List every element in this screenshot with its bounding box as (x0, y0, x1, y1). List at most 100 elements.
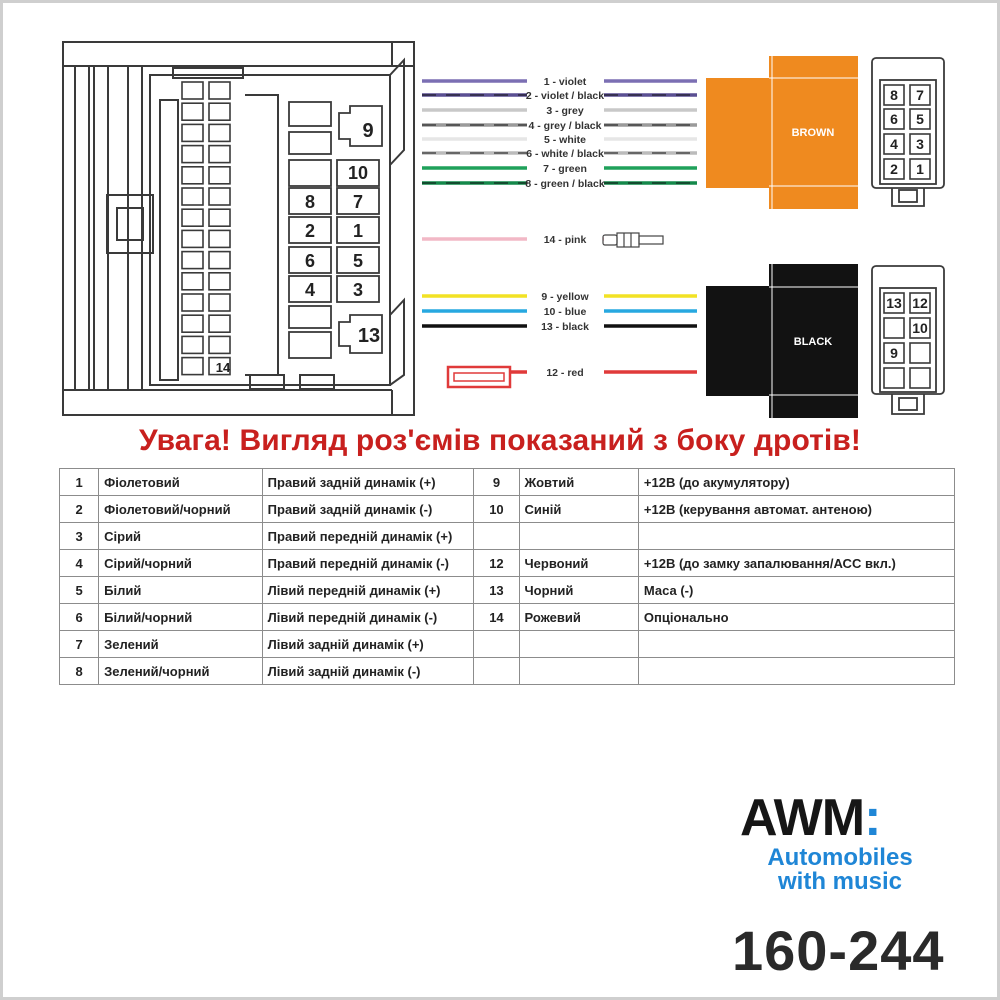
plug-pin-cavity (909, 84, 931, 106)
plug-pin-cavity (883, 317, 905, 339)
legend-cell: Білий (98, 576, 263, 604)
logo-tagline-2: with music (777, 868, 903, 895)
terminal-cavity (208, 81, 231, 100)
terminal-cavity (181, 314, 204, 334)
pin-label-10: 10 (348, 163, 368, 183)
wire-11: 10 - blue (422, 306, 697, 318)
wire-label: 6 - white / black (526, 148, 604, 160)
legend-cell: 14 (473, 603, 520, 631)
legend-cell: +12В (до замку запалювання/АСС вкл.) (637, 549, 956, 577)
pin-label-14: 14 (216, 360, 231, 375)
plug-pin-cavity (909, 108, 931, 130)
connector-top-tab (172, 67, 244, 79)
legend-cell: 10 (473, 495, 520, 523)
connector-latch-slot (93, 65, 109, 391)
legend-cell (473, 630, 520, 658)
wire-7: 7 - green (422, 163, 697, 175)
plug-pin-cavity (883, 133, 905, 155)
legend-cell: Зелений (98, 630, 263, 658)
terminal-cavity (181, 187, 204, 206)
legend-cell (518, 657, 639, 685)
terminal-cavity (208, 229, 231, 249)
plug-pin-label: 10 (912, 320, 928, 336)
connector-housing-detail (245, 94, 279, 376)
cavity (288, 101, 332, 127)
plug-pin-cavity (883, 342, 905, 364)
black-plug-face (871, 265, 945, 415)
terminal-cavity (181, 335, 204, 355)
black-plug-label: BLACK (794, 336, 833, 348)
legend-cell: Опціонально (637, 603, 956, 631)
wire-4: 4 - grey / black (422, 120, 697, 132)
plug-pin-label: 8 (890, 87, 898, 103)
legend-cell (637, 630, 956, 658)
terminal-cavity (208, 250, 231, 270)
red-fuse-holder (446, 365, 512, 389)
legend-cell: Сірий/чорний (98, 549, 263, 577)
pink-wire-terminal (602, 232, 664, 248)
terminal-cavity (181, 229, 204, 249)
pin-label-8: 8 (305, 192, 315, 212)
cavity (288, 159, 332, 187)
cavity (288, 131, 332, 155)
plug-pin-cavity (909, 292, 931, 314)
pin-label-3: 3 (353, 280, 363, 300)
legend-cell: Маса (-) (637, 576, 956, 604)
wire-13: 12 - red (510, 367, 697, 379)
terminal-cavity (181, 102, 204, 121)
plug-pin-label: 13 (886, 295, 902, 311)
pin-label-2: 2 (305, 221, 315, 241)
legend-cell: 1 (58, 468, 100, 496)
legend-cell: 6 (58, 603, 100, 631)
black-plug: BLACK (706, 264, 858, 418)
connector-housing-detail (391, 42, 414, 67)
terminal-cavity (181, 144, 204, 164)
pin-label-7: 7 (353, 192, 363, 212)
terminal-cavity (181, 208, 204, 227)
legend-cell: Синій (518, 495, 639, 523)
terminal-cavity (181, 81, 204, 100)
plug-pin-cavity (909, 317, 931, 339)
terminal-cavity (208, 144, 231, 164)
pin-label-13: 13 (358, 325, 380, 347)
legend-cell: Правий передній динамік (-) (261, 549, 475, 577)
legend-cell: Білий/чорний (98, 603, 263, 631)
wire-label: 7 - green (543, 163, 587, 175)
terminal-cavity (208, 166, 231, 185)
legend-cell: Фіолетовий (98, 468, 263, 496)
connector-bottom-tab (299, 374, 335, 390)
plug-pin-label: 2 (890, 161, 898, 177)
legend-cell (518, 630, 639, 658)
pin-label-6: 6 (305, 251, 315, 271)
cavity-3 (336, 275, 380, 303)
brown-plug: BROWN (706, 56, 858, 209)
pin-label-5: 5 (353, 251, 363, 271)
wire-12: 13 - black (422, 321, 697, 333)
legend-cell: 4 (58, 549, 100, 577)
terminal-cavity (181, 356, 204, 376)
wire-label: 2 - violet / black (526, 90, 604, 102)
plug-pin-cavity (883, 108, 905, 130)
wire-9: 14 - pink (422, 234, 604, 246)
terminal-cavity (208, 208, 231, 227)
cavity-10 (336, 159, 380, 187)
plug-pin-cavity (909, 158, 931, 180)
wire-label: 13 - black (541, 321, 589, 333)
wire-label: 1 - violet (544, 76, 587, 88)
legend-cell: 8 (58, 657, 100, 685)
product-code: 160-244 (732, 919, 945, 982)
legend-cell (637, 657, 956, 685)
legend-cell: Лівий задній динамік (-) (261, 657, 475, 685)
wire-label: 4 - grey / black (529, 120, 602, 132)
legend-cell (473, 657, 520, 685)
legend-cell: Лівий передній динамік (-) (261, 603, 475, 631)
legend-cell (473, 522, 520, 550)
connector-latch (116, 207, 144, 241)
legend-cell: Зелений/чорний (98, 657, 263, 685)
